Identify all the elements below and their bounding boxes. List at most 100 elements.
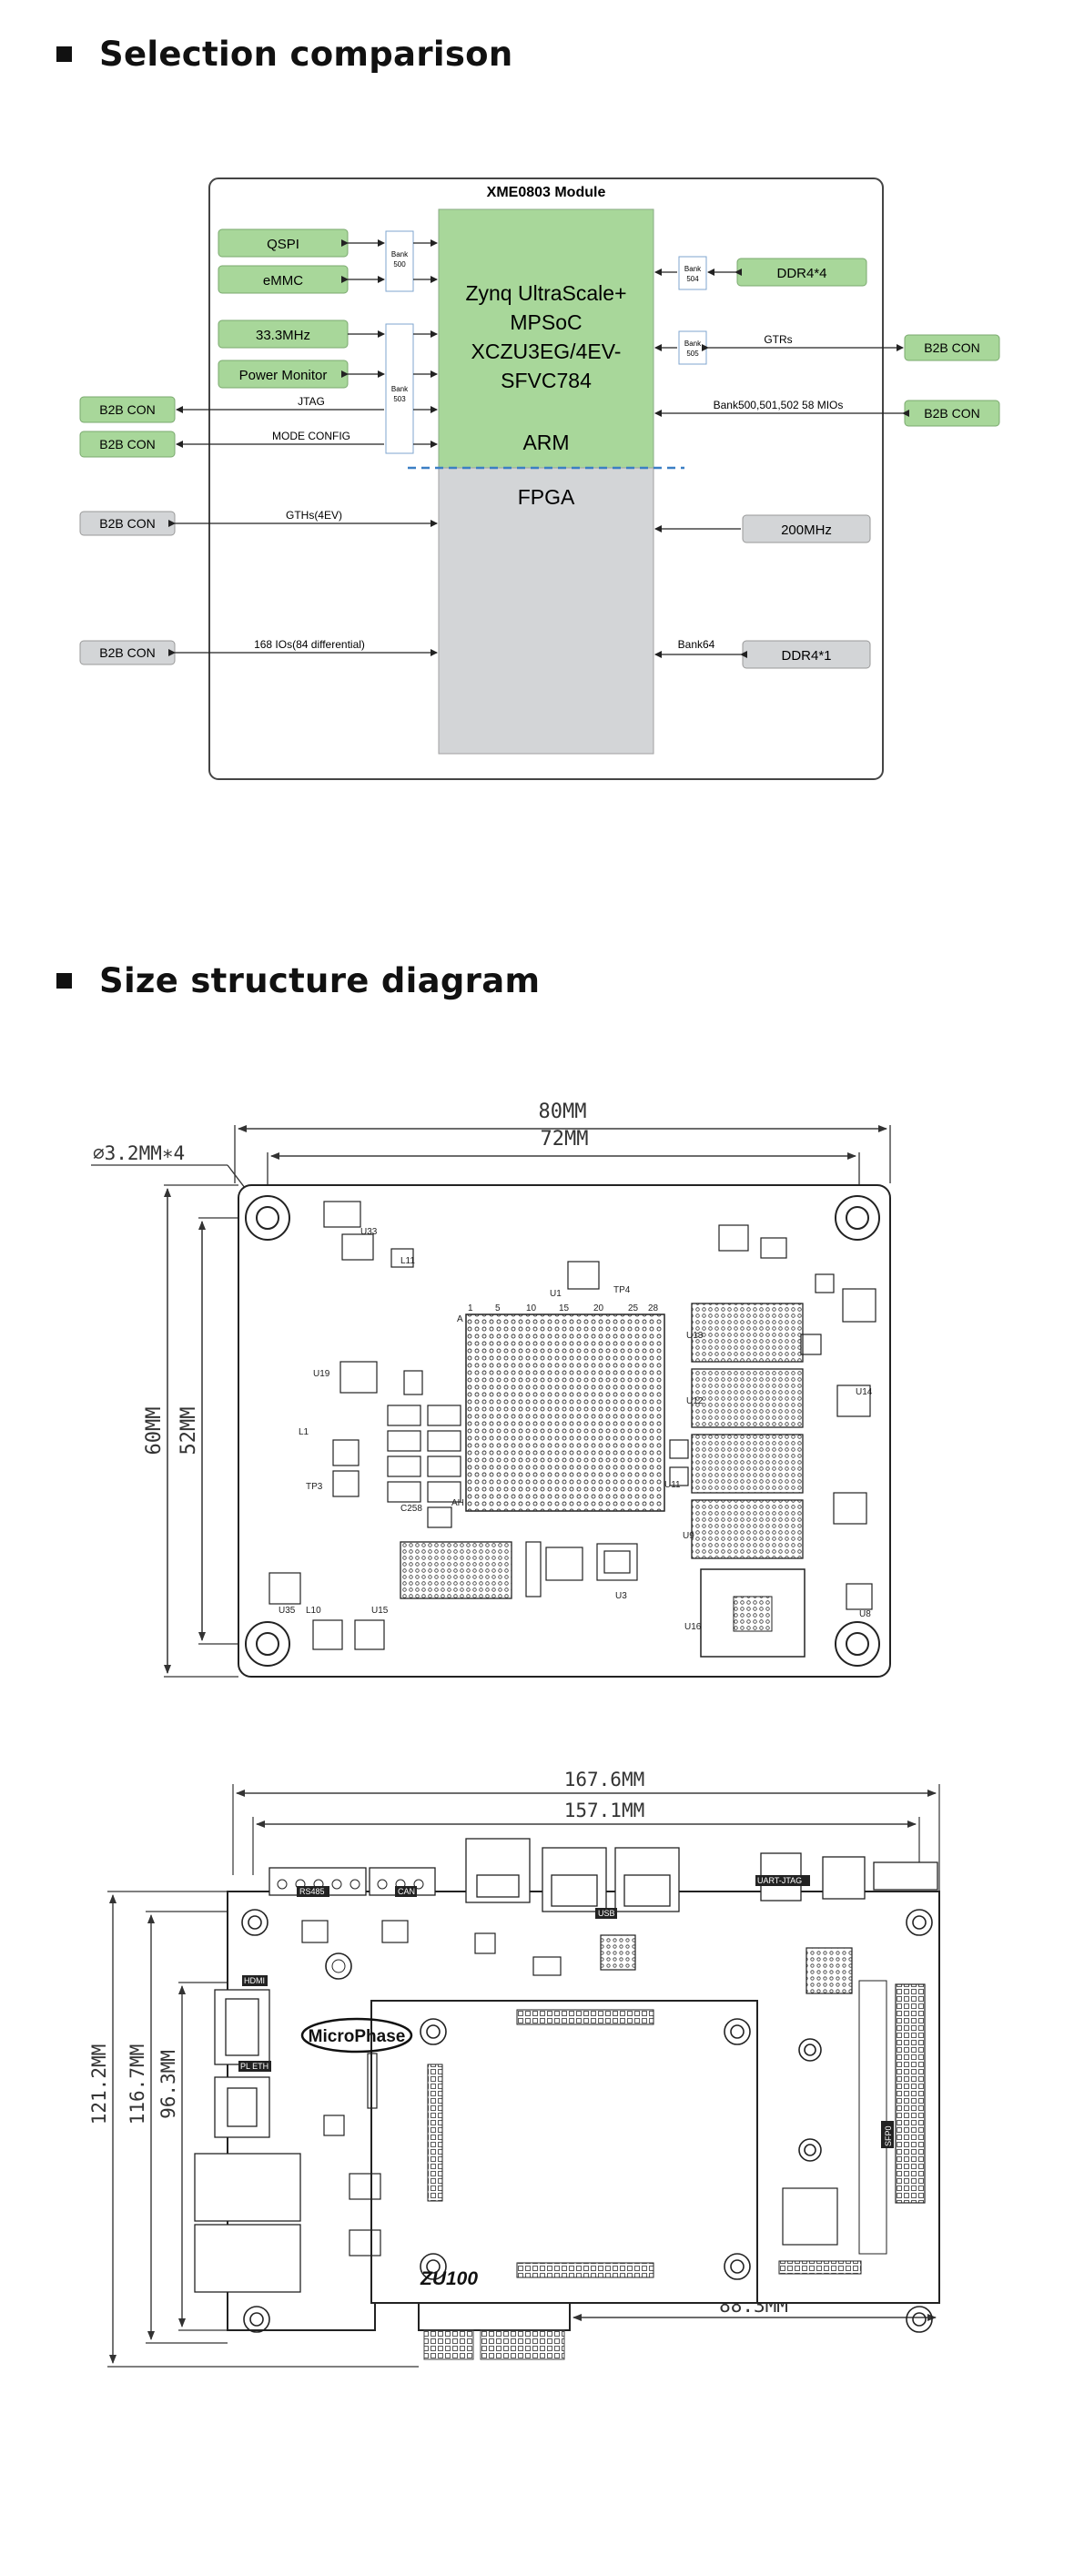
svg-text:L11: L11 [400, 1256, 415, 1266]
block-connectors [168, 239, 909, 658]
svg-text:MicroPhase: MicroPhase [309, 2027, 406, 2046]
soc-line-1: Zynq UltraScale+ [465, 281, 626, 305]
mode-config-label: MODE CONFIG [272, 430, 350, 442]
module-width-inner: 72MM [541, 1128, 589, 1151]
buzzer-icon [331, 1959, 346, 1973]
svg-text:U1: U1 [550, 1289, 562, 1299]
module-silkscreen-labels: U33 L11 U1 TP4 U19 L1 TP3 C258 U13 U12 U… [279, 1227, 873, 1632]
module-width-outer: 80MM [539, 1100, 587, 1123]
svg-text:B2B CON: B2B CON [924, 406, 979, 421]
ddr4x1-box: DDR4*1 [742, 640, 871, 669]
svg-text:U9: U9 [683, 1531, 694, 1541]
ios-label: 168 IOs(84 differential) [254, 638, 365, 651]
carrier-chips [301, 1920, 853, 2257]
mounting-hole-label: ∅3.2MM∗4 [93, 1142, 185, 1164]
b2b-ios-box: B2B CON [79, 640, 176, 665]
svg-text:25: 25 [628, 1303, 639, 1313]
svg-text:20: 20 [593, 1303, 604, 1313]
clock-33mhz-box: 33.3MHz [218, 319, 349, 349]
b2b-connectors [427, 2009, 862, 2278]
svg-text:SFP0: SFP0 [884, 2125, 893, 2146]
svg-text:B2B CON: B2B CON [99, 437, 155, 451]
svg-text:33.3MHz: 33.3MHz [256, 328, 310, 343]
board-height-third: 96.3MM [157, 2050, 179, 2119]
board-height-outer: 121.2MM [88, 2044, 110, 2125]
bank-503-box: Bank 503 [385, 323, 414, 454]
soc-arm-region [438, 208, 654, 469]
mios-label: Bank500,501,502 58 MIOs [714, 399, 844, 411]
svg-text:10: 10 [526, 1303, 537, 1313]
left-ports [194, 1989, 301, 2293]
carrier-board-drawing: 167.6MM 157.1MM 121.2MM 116.7MM 96.3MM 8… [88, 1769, 940, 2368]
board-height-inner: 116.7MM [127, 2044, 148, 2125]
mounting-hole-icon [245, 1195, 880, 1667]
svg-text:A: A [457, 1314, 463, 1324]
svg-text:TP3: TP3 [306, 1482, 323, 1492]
svg-text:UART-JTAG: UART-JTAG [757, 1876, 802, 1885]
svg-text:USB: USB [598, 1909, 615, 1918]
passive-components [268, 1201, 876, 1650]
square-bullet-icon [56, 46, 72, 62]
svg-text:DDR4*4: DDR4*4 [776, 266, 826, 281]
selection-comparison-title: Selection comparison [99, 35, 513, 74]
ddr-chips [400, 1303, 804, 1599]
svg-text:Power Monitor: Power Monitor [239, 368, 328, 383]
svg-text:U35: U35 [279, 1606, 296, 1616]
square-bullet-icon [56, 973, 72, 989]
svg-text:DDR4*1: DDR4*1 [781, 648, 831, 664]
svg-text:1: 1 [468, 1303, 473, 1313]
block-diagram: XME0803 Module Zynq UltraScale+ MPSoC XC… [79, 177, 1000, 780]
svg-text:Bank: Bank [391, 250, 409, 259]
carrier-silkscreen-labels: RS485 CAN HDMI PL ETH USB UART-JTAG SFP0 [238, 1875, 894, 2148]
bank64-label: Bank64 [678, 638, 715, 651]
svg-text:U11: U11 [664, 1480, 681, 1490]
svg-text:U3: U3 [615, 1591, 627, 1601]
svg-text:RS485: RS485 [299, 1887, 325, 1896]
svg-text:B2B CON: B2B CON [99, 645, 155, 660]
svg-text:QSPI: QSPI [267, 237, 299, 252]
soc-line-4: SFVC784 [501, 369, 592, 392]
svg-text:C258: C258 [400, 1504, 422, 1514]
module-dimension-drawing: 80MM 72MM 60MM 52MM ∅3.2MM∗4 [91, 1100, 891, 1678]
emmc-chip [700, 1568, 806, 1658]
clock-200mhz-box: 200MHz [742, 514, 871, 543]
qspi-box: QSPI [218, 228, 349, 258]
module-height-outer: 60MM [143, 1407, 166, 1455]
b2b-gtrs-box: B2B CON [904, 334, 1000, 361]
module-height-inner: 52MM [177, 1407, 200, 1455]
svg-text:B2B CON: B2B CON [924, 340, 979, 355]
jtag-label: JTAG [298, 395, 325, 408]
svg-text:U19: U19 [313, 1369, 330, 1379]
svg-text:U33: U33 [360, 1227, 378, 1237]
module-title: XME0803 Module [487, 185, 606, 200]
gths-label: GTHs(4EV) [286, 509, 342, 522]
svg-text:HDMI: HDMI [244, 1976, 265, 1985]
svg-text:Bank: Bank [684, 265, 702, 273]
emmc-box: eMMC [218, 265, 349, 294]
bank-505-box: Bank 505 [678, 330, 707, 365]
svg-text:5: 5 [495, 1303, 501, 1313]
svg-text:U14: U14 [856, 1387, 873, 1397]
svg-text:U15: U15 [371, 1606, 389, 1616]
svg-text:TP4: TP4 [613, 1285, 631, 1295]
soc-line-3: XCZU3EG/4EV- [471, 340, 622, 363]
svg-text:15: 15 [559, 1303, 570, 1313]
power-monitor-box: Power Monitor [218, 360, 349, 389]
b2b-mode-box: B2B CON [79, 431, 176, 458]
svg-text:503: 503 [393, 395, 406, 403]
svg-text:L10: L10 [306, 1606, 321, 1616]
right-board-area [858, 1980, 887, 2255]
board-width-outer: 167.6MM [564, 1769, 645, 1790]
svg-text:U13: U13 [686, 1331, 704, 1341]
svg-text:PL ETH: PL ETH [240, 2062, 268, 2071]
svg-text:504: 504 [686, 275, 699, 283]
svg-text:28: 28 [648, 1303, 659, 1313]
size-structure-heading: Size structure diagram [56, 961, 540, 1000]
socket-holes [241, 1909, 933, 2333]
soc-fpga-region [438, 467, 654, 755]
svg-text:505: 505 [686, 350, 699, 358]
svg-text:U8: U8 [859, 1609, 871, 1619]
ddr4x4-box: DDR4*4 [736, 258, 867, 287]
b2b-gths-box: B2B CON [79, 511, 176, 536]
svg-text:B2B CON: B2B CON [99, 516, 155, 531]
